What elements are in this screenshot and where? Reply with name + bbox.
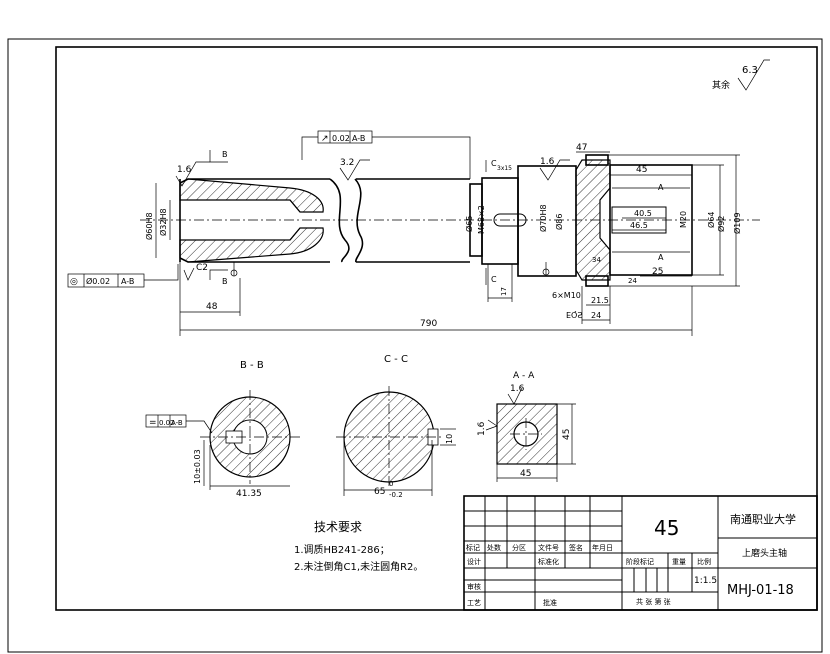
dim-d70: Ø70H8 xyxy=(538,204,548,232)
tb-label-approve: 批准 xyxy=(543,598,557,607)
cc-dim-upper: 0 xyxy=(389,480,393,488)
roughness-left: 1.6 xyxy=(175,161,210,187)
tb-header-1: 处数 xyxy=(487,543,501,552)
main-view: B B C C A A ↗ 0.02 A-B ◎ Ø0.02 A-B xyxy=(67,130,760,336)
dim-45: 45 xyxy=(636,165,647,175)
section-aa-title: A - A xyxy=(513,371,535,381)
dim-34: 34 xyxy=(592,256,601,264)
svg-text:A-B: A-B xyxy=(171,419,183,427)
section-bb: B - B = 0.02 A-B 41.35 10±0.03 xyxy=(145,360,300,499)
tech-req-item-1: 1.调质HB241-286； xyxy=(294,544,390,556)
svg-text:A-B: A-B xyxy=(121,277,134,286)
marker-c-top: C xyxy=(491,159,497,168)
roughness-aa xyxy=(183,267,195,281)
svg-text:Ø0.02: Ø0.02 xyxy=(86,276,110,286)
tb-stage-label: 阶段标记 xyxy=(626,557,654,566)
dim-48: 48 xyxy=(206,302,218,312)
dim-40-5: 40.5 xyxy=(634,209,652,218)
aa-dim-width: 45 xyxy=(520,469,531,479)
svg-text:0.02: 0.02 xyxy=(159,419,175,427)
tolerance-frame-top: ↗ 0.02 A-B xyxy=(301,130,471,179)
tb-label-review: 审核 xyxy=(467,582,481,591)
svg-text:A-B: A-B xyxy=(352,134,365,143)
tb-drawing-no: MHJ-01-18 xyxy=(727,583,794,598)
tb-label-design: 设计 xyxy=(467,557,481,566)
marker-a-bottom: A xyxy=(658,253,664,262)
hole-note: 6×M10 xyxy=(552,291,581,300)
aa-roughness-top: 1.6 xyxy=(510,384,525,394)
roughness-middle: 3.2 xyxy=(339,158,370,181)
bb-dim-key: 10±0.03 xyxy=(193,449,202,484)
dim-3x15: 3x15 xyxy=(497,165,512,172)
dim-d109: Ø109 xyxy=(732,212,742,234)
dim-d86: Ø86 xyxy=(554,214,564,230)
tb-header-3: 文件号 xyxy=(538,543,559,552)
svg-text:↗: ↗ xyxy=(321,134,329,144)
dim-21-5: 21.5 xyxy=(591,296,609,305)
tb-header-0: 标记 xyxy=(466,543,480,552)
roughness-note: 其余 xyxy=(712,79,730,91)
dim-m68: M68×2 xyxy=(477,205,486,234)
svg-text:3.2: 3.2 xyxy=(340,158,354,168)
tb-school: 南通职业大学 xyxy=(730,512,796,526)
tb-label-process: 工艺 xyxy=(467,599,481,607)
tb-material: 45 xyxy=(654,516,679,540)
dim-46-5: 46.5 xyxy=(630,221,648,230)
dim-m20: M20 xyxy=(679,211,688,228)
chamfer-label: C2 xyxy=(196,263,208,273)
dim-24b: 24 xyxy=(628,277,637,285)
cc-dim-diameter: 65 xyxy=(374,487,385,497)
dim-25: 25 xyxy=(652,267,663,277)
dim-d92: Ø92 xyxy=(716,216,726,232)
hole-eqs: EQS xyxy=(566,310,582,319)
dim-overall: 790 xyxy=(420,319,437,329)
dim-d32: Ø32H8 xyxy=(158,208,168,236)
dim-d65: Ø65 xyxy=(464,216,474,232)
dim-47: 47 xyxy=(576,143,587,153)
tb-header-2: 分区 xyxy=(512,543,526,552)
tb-label-std: 标准化 xyxy=(538,557,559,566)
svg-text:=: = xyxy=(149,418,157,428)
cc-dim-key: 10 xyxy=(445,434,454,444)
dim-d60: Ø60H8 xyxy=(144,212,154,240)
tb-scale: 1:1.5 xyxy=(694,576,717,586)
tb-scale-label: 比例 xyxy=(697,557,711,566)
inner-frame xyxy=(55,46,818,611)
section-aa: A - A 1.6 1.6 45 45 xyxy=(477,371,576,482)
svg-text:0.02: 0.02 xyxy=(332,134,350,143)
svg-text:1.6: 1.6 xyxy=(177,165,192,175)
svg-text:1.6: 1.6 xyxy=(540,157,555,167)
cc-dim-lower: -0.2 xyxy=(389,491,403,499)
tb-part-name: 上磨头主轴 xyxy=(742,547,787,559)
section-cc: C - C 65 0 -0.2 10 xyxy=(336,354,456,499)
tb-header-4: 签名 xyxy=(569,543,583,552)
tolerance-frame-left: ◎ Ø0.02 A-B xyxy=(67,264,179,288)
tech-req-item-2: 2.未注倒角C1,未注圆角R2。 xyxy=(294,560,423,573)
technical-requirements: 技术要求 1.调质HB241-286； 2.未注倒角C1,未注圆角R2。 xyxy=(294,520,423,573)
marker-b-top: B xyxy=(222,150,228,159)
title-block: 标记 处数 分区 文件号 签名 年月日 设计 标准化 审核 工艺 批准 45 阶… xyxy=(463,495,818,611)
tb-header-5: 年月日 xyxy=(592,543,613,552)
dim-d64: Ø64 xyxy=(706,212,716,228)
dim-24: 24 xyxy=(591,311,601,320)
roughness-value: 6.3 xyxy=(742,65,758,76)
svg-text:◎: ◎ xyxy=(70,277,78,287)
tb-sheet: 共 张 第 张 xyxy=(636,597,671,606)
tolerance-frame-bb: = 0.02 A-B xyxy=(145,414,213,434)
dim-17: 17 xyxy=(500,287,508,296)
outer-border xyxy=(7,38,823,653)
aa-dim-height: 45 xyxy=(562,429,572,440)
roughness-general: 其余 6.3 xyxy=(712,59,770,91)
roughness-right: 1.6 xyxy=(539,157,570,181)
section-bb-title: B - B xyxy=(240,360,264,371)
aa-roughness-left: 1.6 xyxy=(477,421,487,436)
section-cc-title: C - C xyxy=(384,354,408,365)
marker-b-bottom: B xyxy=(222,277,228,286)
marker-a-top: A xyxy=(658,183,664,192)
bb-dim-width: 41.35 xyxy=(236,489,262,499)
marker-c-bottom: C xyxy=(491,275,497,284)
tech-req-title: 技术要求 xyxy=(314,520,362,534)
tb-weight-label: 重量 xyxy=(672,558,686,566)
